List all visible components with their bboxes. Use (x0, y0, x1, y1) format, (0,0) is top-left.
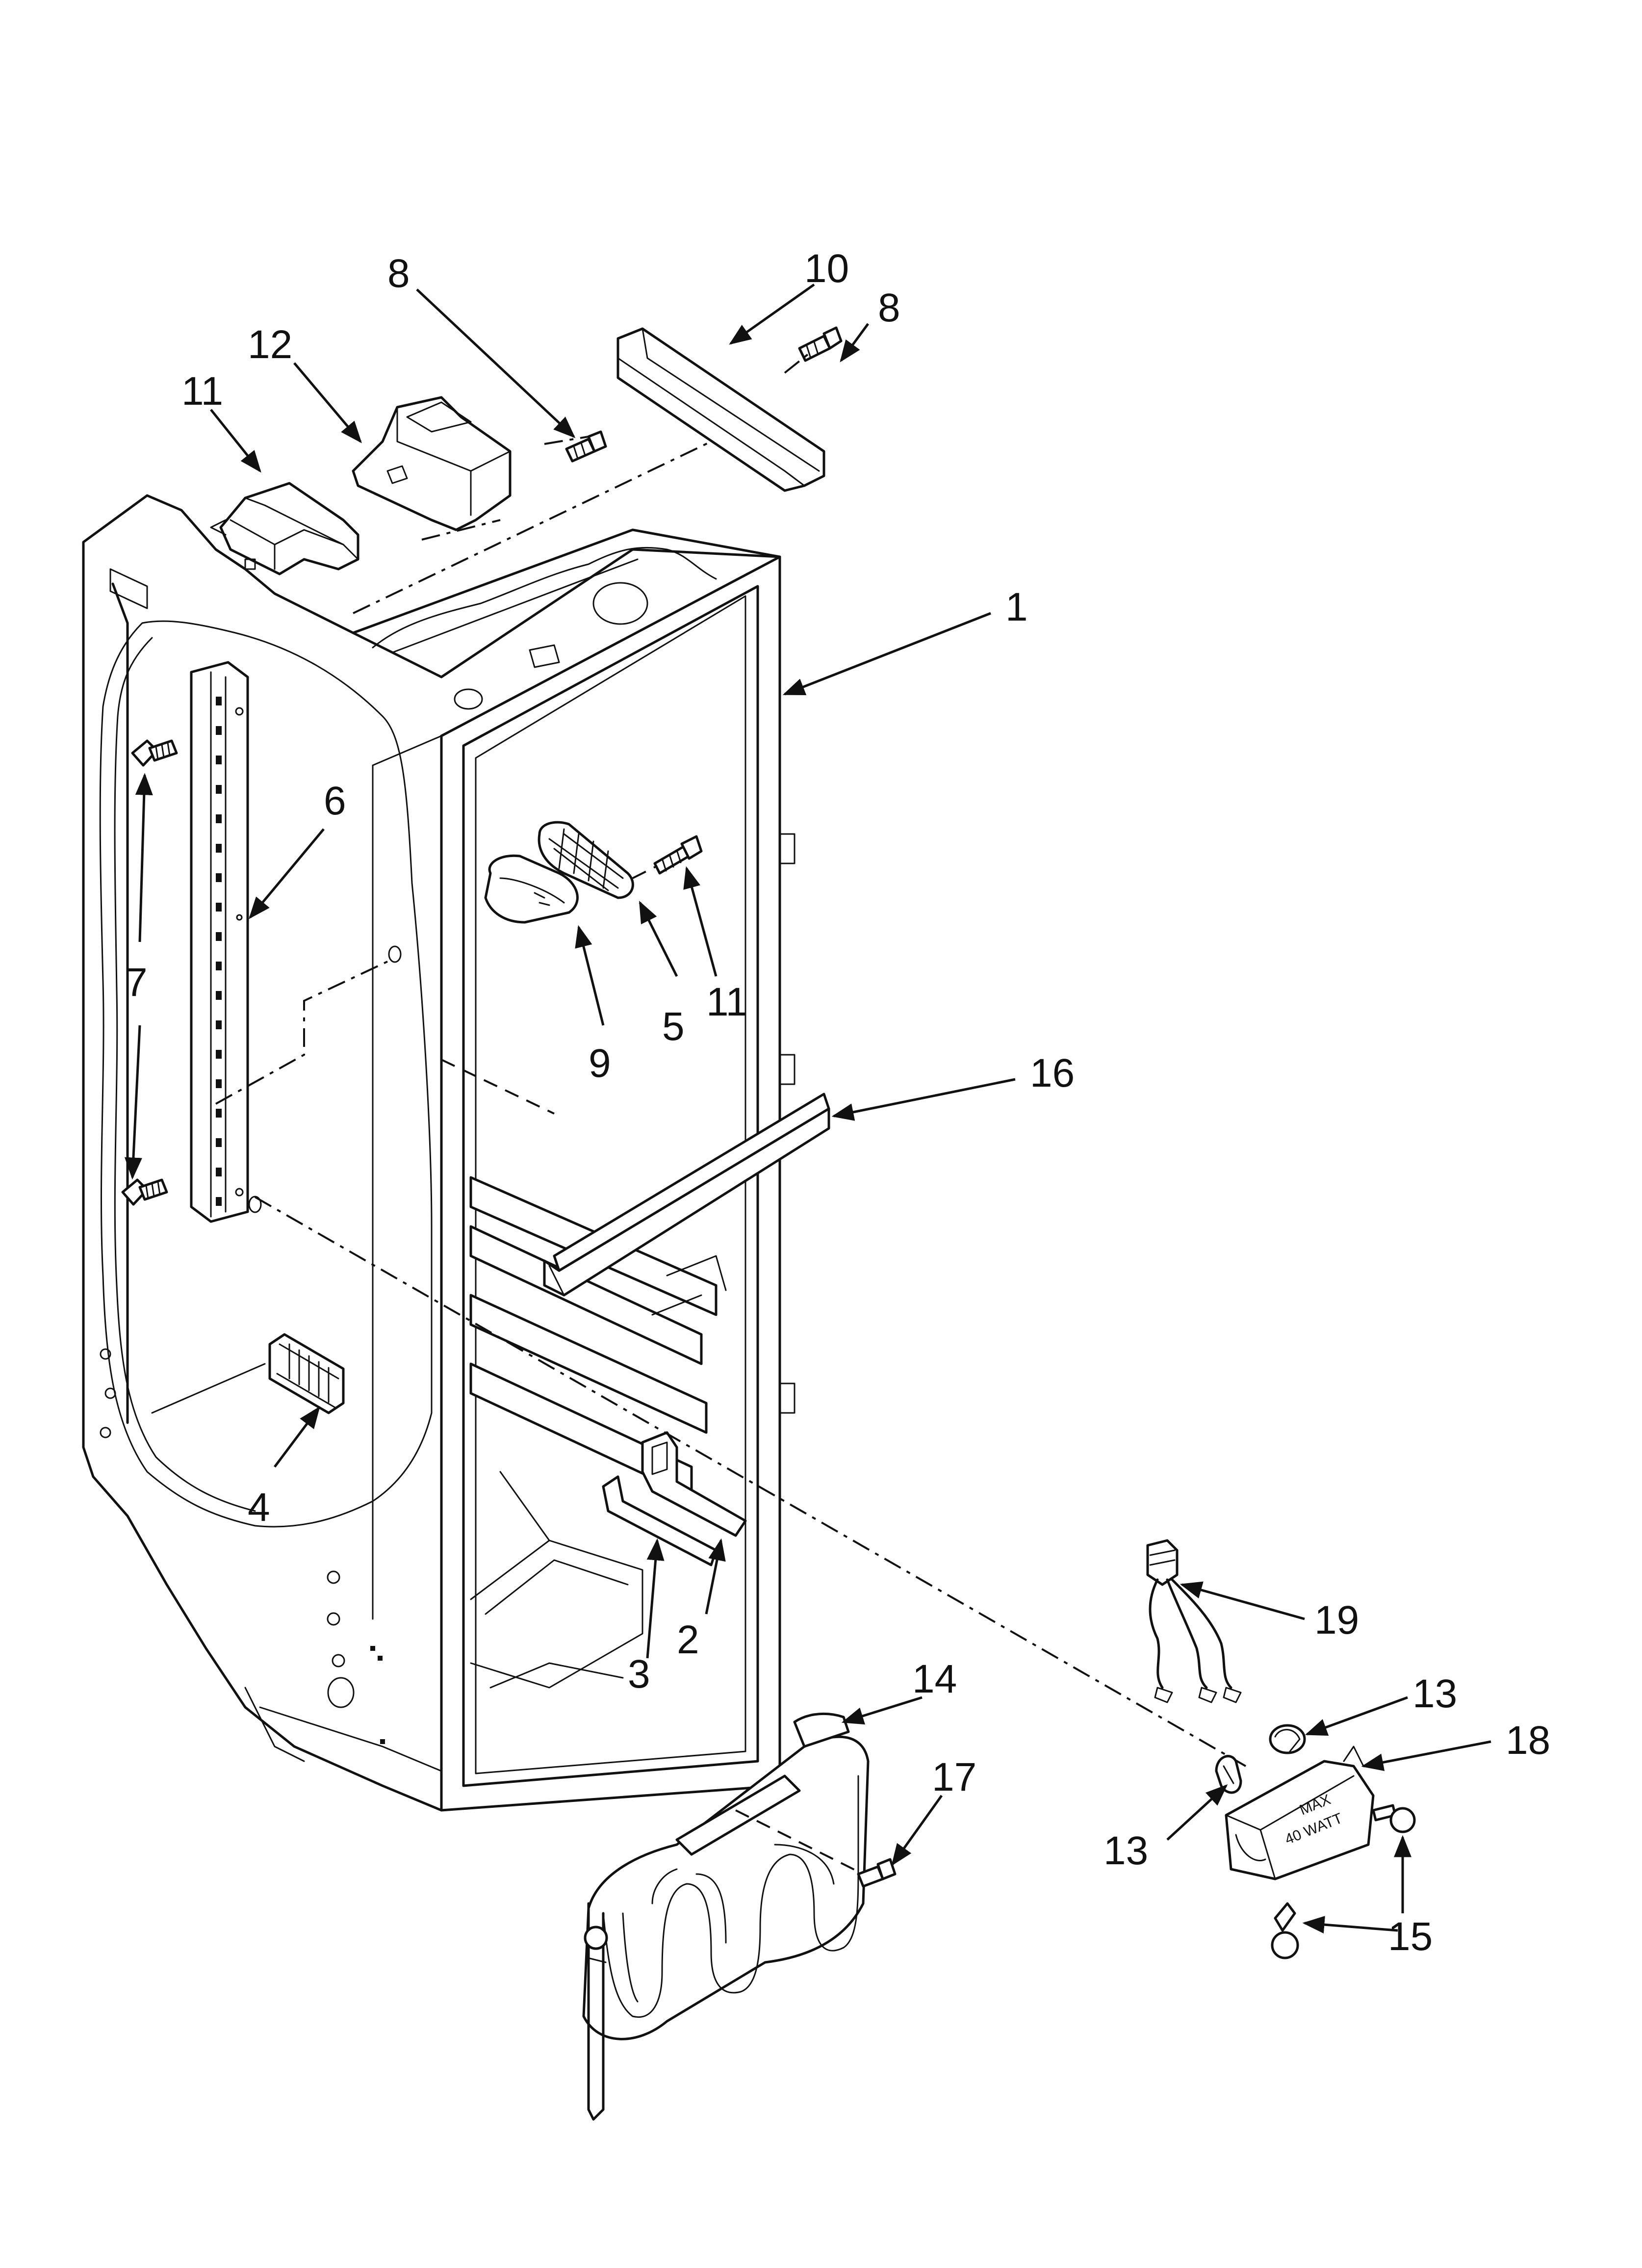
callout-10: 10 (804, 246, 849, 291)
cabinet-liner (82, 494, 795, 1812)
lamp-housing-part-18: MAX 40 WATT (1225, 1746, 1375, 1880)
callout-8-right: 8 (878, 286, 900, 330)
shelf-support-part-16 (543, 1093, 830, 1297)
callout-7: 7 (125, 960, 148, 1005)
shelf-rail (190, 661, 249, 1223)
light-shield-part-5 (538, 821, 634, 899)
callout-9: 9 (589, 1041, 611, 1086)
callout-1: 1 (1005, 585, 1028, 629)
callout-4: 4 (248, 1485, 270, 1530)
bracket-part-2 (641, 1431, 747, 1537)
callout-2: 2 (677, 1617, 699, 1662)
control-part-11 (210, 482, 359, 575)
leader-lines (124, 283, 1491, 1934)
callout-labels: 1 2 3 4 5 6 7 8 8 9 10 11 11 12 13 13 14… (125, 246, 1550, 1959)
callout-14: 14 (912, 1657, 957, 1701)
fastener-part-15-right (1372, 1804, 1416, 1833)
fastener-part-15-lower (1271, 1902, 1299, 1959)
clip-part-13-lower (1215, 1755, 1242, 1794)
callout-15: 15 (1388, 1914, 1433, 1959)
callout-13-lower: 13 (1103, 1828, 1148, 1873)
callout-3: 3 (628, 1652, 650, 1696)
screw-part-7-lower (121, 1178, 168, 1206)
callout-6: 6 (324, 779, 346, 823)
callout-17: 17 (932, 1755, 976, 1799)
callout-8-left: 8 (387, 251, 410, 296)
callout-5: 5 (662, 1004, 685, 1049)
rail-slots (216, 697, 222, 1206)
callout-19: 19 (1314, 1598, 1359, 1642)
callout-13-upper: 13 (1412, 1671, 1457, 1716)
callout-11-top: 11 (181, 369, 223, 414)
screw-part-8-left (565, 430, 607, 463)
light-cover-part-9 (484, 854, 579, 924)
vent-grille (268, 1333, 345, 1414)
callout-12: 12 (248, 322, 292, 367)
callout-16: 16 (1030, 1051, 1075, 1095)
callout-11-lower: 11 (706, 980, 748, 1024)
callout-18: 18 (1506, 1718, 1550, 1763)
screw-part-17 (857, 1858, 897, 1888)
clip-part-13-upper (1269, 1724, 1306, 1754)
bracket-part-12 (352, 396, 512, 531)
wire-harness-part-19 (1146, 1539, 1242, 1703)
screw-part-7-upper (131, 739, 178, 767)
trim-part-10 (616, 327, 825, 492)
screw-part-11-lower (653, 835, 703, 875)
evaporator-coil (582, 1713, 870, 2121)
